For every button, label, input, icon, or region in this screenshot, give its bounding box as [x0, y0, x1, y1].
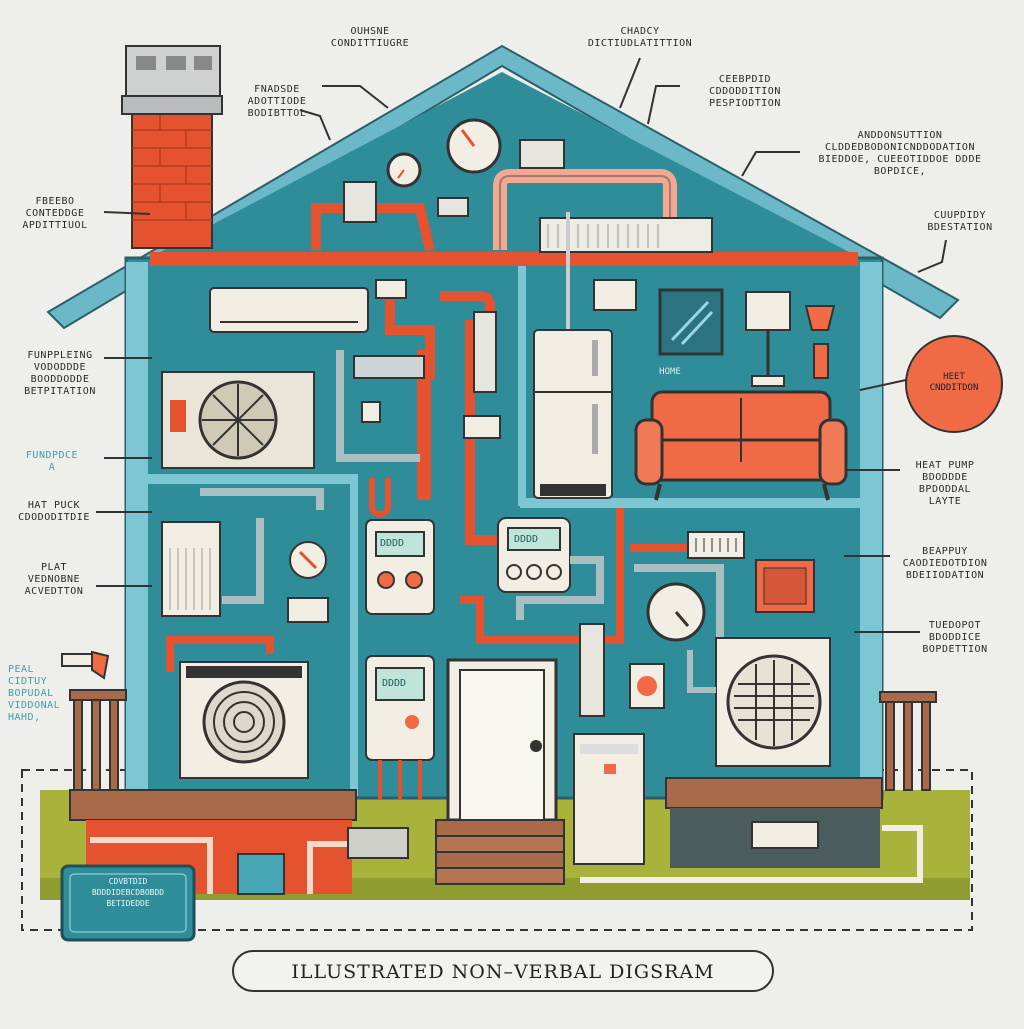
heat-indicator — [905, 335, 1003, 433]
diagram-caption: ILLUSTRATED NON–VERBAL DIGSRAM — [232, 950, 774, 992]
attic-box — [437, 197, 469, 217]
attic-vent — [519, 139, 565, 169]
air-handler — [343, 181, 377, 223]
attic-duct — [539, 217, 713, 253]
label-outdoor-conditioner: OUHSNE CONDITTIUGRE — [330, 26, 410, 49]
label-furnace: FUNDPDCE A — [25, 450, 79, 473]
attic-floor — [150, 252, 858, 266]
heat-circle-label: HEET CNDDITDON — [929, 372, 979, 393]
wall-right-band — [860, 262, 882, 798]
pipe-loop — [200, 488, 324, 510]
basement-unit — [751, 821, 819, 849]
label-pumpling: FUNPPLEING VODODDDE BOODDODDE BETPITATIO… — [24, 350, 96, 397]
label-furnace-addition: FNADSDE ADOTTIODE BODIBTTOL — [247, 84, 307, 119]
wall-vent — [687, 531, 745, 559]
leader-lines — [96, 57, 947, 633]
sofa-arm — [634, 418, 664, 486]
unit-panel — [170, 400, 186, 432]
label-heat-pump: HEAT PUMP BDODDDE BPDODDAL LAYTE — [915, 460, 975, 507]
controller-display: DDDD — [380, 538, 405, 549]
floor-divider-left — [148, 474, 358, 484]
door — [459, 669, 545, 821]
label-heat-pump-left: HAT PUCK CDODODITDIE — [18, 500, 90, 523]
chimney-mortar — [132, 112, 212, 221]
floor-divider-mid — [520, 498, 860, 508]
refrigerant-line — [465, 320, 510, 545]
vent-grille — [540, 484, 606, 496]
boiler-display: DDDD — [382, 678, 407, 689]
label-tuedopot: TUEDOPOT BDODDICE BOPDETTION — [922, 620, 988, 655]
supply-line — [634, 564, 724, 640]
label-quality-station: CUUPDIDY BDESTATION — [927, 210, 993, 233]
attic-pipe — [493, 169, 677, 250]
wall-divider-2 — [518, 266, 526, 506]
thermostat-display: DDDD — [514, 534, 539, 545]
label-distribution: CHADCY DICTIUDLATITTION — [587, 26, 693, 49]
water-heater — [533, 329, 613, 499]
chimney-vent — [194, 56, 212, 70]
red-lamp — [804, 305, 836, 331]
u-pipe — [369, 478, 391, 518]
utility-tank — [573, 733, 645, 865]
fan-grille-icon — [202, 680, 286, 764]
chimney-top — [125, 45, 221, 97]
deck-left — [69, 789, 357, 821]
pipe — [687, 650, 716, 693]
wall-panel — [593, 279, 637, 311]
filter-column — [473, 311, 497, 393]
label-freezer-condensate: FBEEBO CONTEDDGE APDITTIUOL — [22, 196, 88, 231]
coolant-line — [336, 350, 420, 462]
label-condition-restoration: CEEBPDID CDDODDITION PESPIODTION — [709, 74, 781, 109]
refrigerant-line — [166, 636, 274, 672]
base-block — [347, 827, 409, 859]
pipe-loop — [222, 518, 264, 604]
sofa-arm — [818, 418, 848, 486]
legend-box-label: CDVBTDID BDDDIDEBCDBOBDD BETIDEDDE — [91, 877, 165, 908]
pipe-column — [579, 623, 605, 717]
valve-box — [463, 415, 501, 439]
chimney-cap — [121, 95, 223, 115]
sensor — [361, 401, 381, 423]
wall-divider-1 — [350, 476, 358, 796]
chimney-vent — [136, 56, 156, 70]
deck-right — [665, 777, 883, 809]
coil — [353, 355, 425, 379]
control-box — [375, 279, 407, 299]
bucket — [237, 853, 285, 895]
label-peal: PEAL CIDTUY BOPUDAL VIDDONAL HAHD, — [8, 664, 61, 723]
label-plat-vedrone: PLAT VEDNOBNE ACVEDTTON — [24, 562, 84, 597]
ground-outline — [21, 769, 973, 931]
wall-left-band — [126, 262, 148, 798]
radiator — [161, 521, 221, 617]
roof-outer — [46, 44, 960, 330]
fan-spokes — [202, 384, 274, 456]
steps — [435, 819, 565, 837]
lamp-shade — [745, 291, 791, 331]
home-sign: HOME — [659, 367, 681, 377]
duct-grille — [547, 224, 659, 248]
attic-pipe — [311, 203, 435, 252]
refrigerant-line — [516, 556, 604, 620]
legend-box — [60, 864, 196, 942]
junction-box — [287, 597, 329, 623]
label-admonition: ANDDONSUTTION CLDDEDBODONICNDDODATION BI… — [818, 130, 982, 177]
door-knob — [530, 740, 542, 752]
refrigerant-line — [440, 291, 495, 330]
mini-split-unit — [209, 287, 369, 333]
label-conditioning-right: BEAPPUY CAODIEDOTDION BDEIIODATION — [902, 546, 988, 581]
refrigerant-line — [460, 596, 580, 644]
chimney-vent — [166, 56, 186, 70]
chimney-brick — [131, 111, 213, 249]
